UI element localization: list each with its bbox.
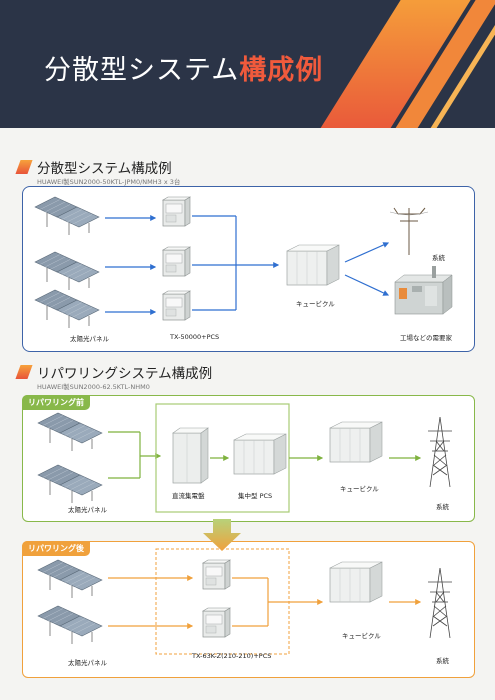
label-solar-panels: 太陽光パネル: [70, 335, 109, 343]
label-cubicle: キュービクル: [296, 300, 335, 308]
label-grid: 系統: [432, 254, 445, 262]
after-repowering-panel: リパワリング後: [22, 541, 475, 678]
before-tag: リパワリング前: [22, 395, 90, 410]
pcs-inverter-icon: [162, 290, 191, 321]
central-pcs-icon: [233, 433, 287, 475]
label-pcs: TX-63K-Z(210-210)+PCS: [192, 652, 272, 660]
factory-icon: [394, 266, 453, 315]
solar-panel-icon: [34, 251, 100, 291]
section-subtitle: HUAWEI製SUN2000-62.5KTL-NHM0: [37, 383, 150, 391]
transition-arrow-icon: [203, 519, 241, 551]
label-grid: 系統: [436, 657, 449, 665]
solar-panel-icon: [37, 559, 103, 599]
label-pcs: TX-50000+PCS: [170, 333, 220, 341]
flow-arrow: [344, 274, 390, 296]
solar-panel-icon: [37, 412, 103, 452]
cubicle-icon: [329, 421, 383, 463]
transmission-tower-icon: [427, 567, 453, 639]
solar-panel-icon: [37, 464, 103, 504]
combine-line: [192, 215, 237, 311]
utility-pole-icon: [389, 207, 429, 255]
solar-panel-icon: [34, 289, 100, 329]
pcs-inverter-icon: [162, 246, 191, 277]
label-dc-junction: 直流集電盤: [172, 492, 205, 500]
page-title: 分散型システム構成例: [44, 55, 324, 86]
label-factory: 工場などの需要家: [400, 334, 452, 342]
label-cubicle: キュービクル: [340, 485, 379, 493]
flow-arrow: [344, 242, 390, 263]
header-banner: 分散型システム構成例: [0, 0, 495, 128]
combine-line: [232, 577, 269, 627]
dc-junction-box-icon: [172, 427, 209, 484]
transmission-tower-icon: [427, 416, 453, 488]
section-subtitle: HUAWEI製SUN2000-50KTL-JPM0/NMH3 x 3台: [37, 178, 181, 186]
pcs-inverter-icon: [162, 196, 191, 227]
combine-line: [108, 431, 141, 479]
label-cubicle: キュービクル: [342, 632, 381, 640]
section-title: リパワリングシステム構成例: [37, 366, 213, 382]
cubicle-icon: [329, 561, 383, 603]
after-tag: リパワリング後: [22, 541, 90, 556]
section-title: 分散型システム構成例: [37, 161, 172, 177]
label-grid: 系統: [436, 503, 449, 511]
solar-panel-icon: [37, 605, 103, 645]
label-solar-panels: 太陽光パネル: [68, 506, 107, 514]
label-solar-panels: 太陽光パネル: [68, 659, 107, 667]
solar-panel-icon: [34, 196, 100, 236]
pcs-inverter-icon: [202, 607, 231, 638]
pcs-inverter-icon: [202, 559, 231, 590]
cubicle-icon: [286, 244, 340, 286]
label-central-pcs: 集中型 PCS: [238, 492, 273, 500]
page-title-accent: 構成例: [239, 55, 324, 86]
